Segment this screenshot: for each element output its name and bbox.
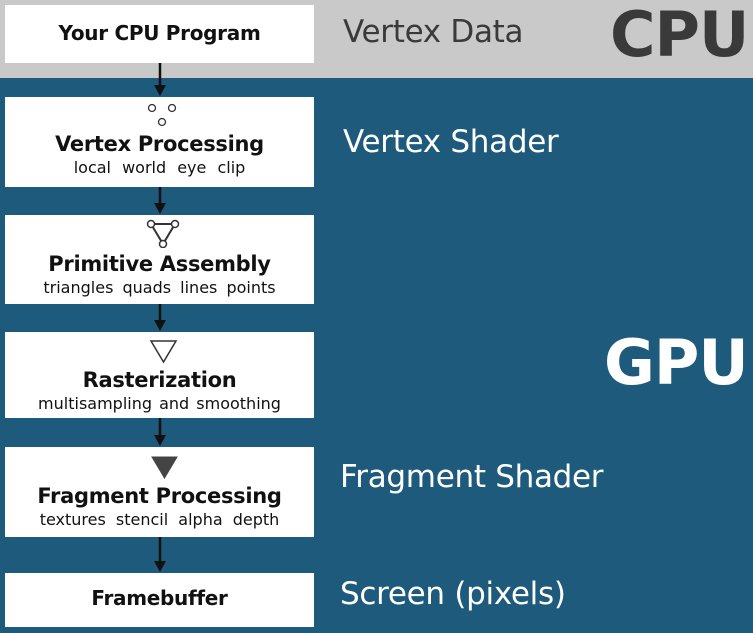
stage-subtitle: multisampling and smoothing xyxy=(38,394,281,413)
stage-subtitle: local world eye clip xyxy=(73,158,246,177)
filled-triangle-icon xyxy=(151,456,178,479)
arrow-down xyxy=(154,418,166,446)
stage-primitive-assembly: Primitive Assembly triangles quads lines… xyxy=(5,215,314,304)
stage-title: Vertex Processing xyxy=(55,132,264,156)
framebuffer-label: Framebuffer xyxy=(91,586,228,610)
cpu-program-label: Your CPU Program xyxy=(58,21,261,45)
vertices-icon xyxy=(147,103,177,127)
arrow-down xyxy=(154,304,166,331)
stage-title: Fragment Processing xyxy=(37,484,282,508)
arrow-down xyxy=(154,537,166,572)
stage-subtitle: textures stencil alpha depth xyxy=(39,510,280,529)
stage-framebuffer: Framebuffer xyxy=(5,573,314,627)
vertex-shader-label: Vertex Shader xyxy=(343,124,559,160)
triangle-mesh-icon xyxy=(146,219,180,248)
stage-title: Rasterization xyxy=(82,368,237,392)
stage-vertex-processing: Vertex Processing local world eye clip xyxy=(5,97,314,187)
gpu-heading: GPU xyxy=(604,326,749,399)
stage-fragment-processing: Fragment Processing textures stencil alp… xyxy=(5,447,314,537)
arrow-down xyxy=(154,63,166,96)
screen-pixels-label: Screen (pixels) xyxy=(340,576,566,612)
stage-subtitle: triangles quads lines points xyxy=(43,278,276,297)
arrow-down xyxy=(154,187,166,214)
vertex-data-label: Vertex Data xyxy=(343,14,524,50)
cpu-heading: CPU xyxy=(610,0,749,71)
outline-triangle-icon xyxy=(149,340,178,364)
stage-rasterization: Rasterization multisampling and smoothin… xyxy=(5,332,314,418)
cpu-program-box: Your CPU Program xyxy=(5,5,314,63)
fragment-shader-label: Fragment Shader xyxy=(340,459,604,495)
stage-title: Primitive Assembly xyxy=(48,252,271,276)
